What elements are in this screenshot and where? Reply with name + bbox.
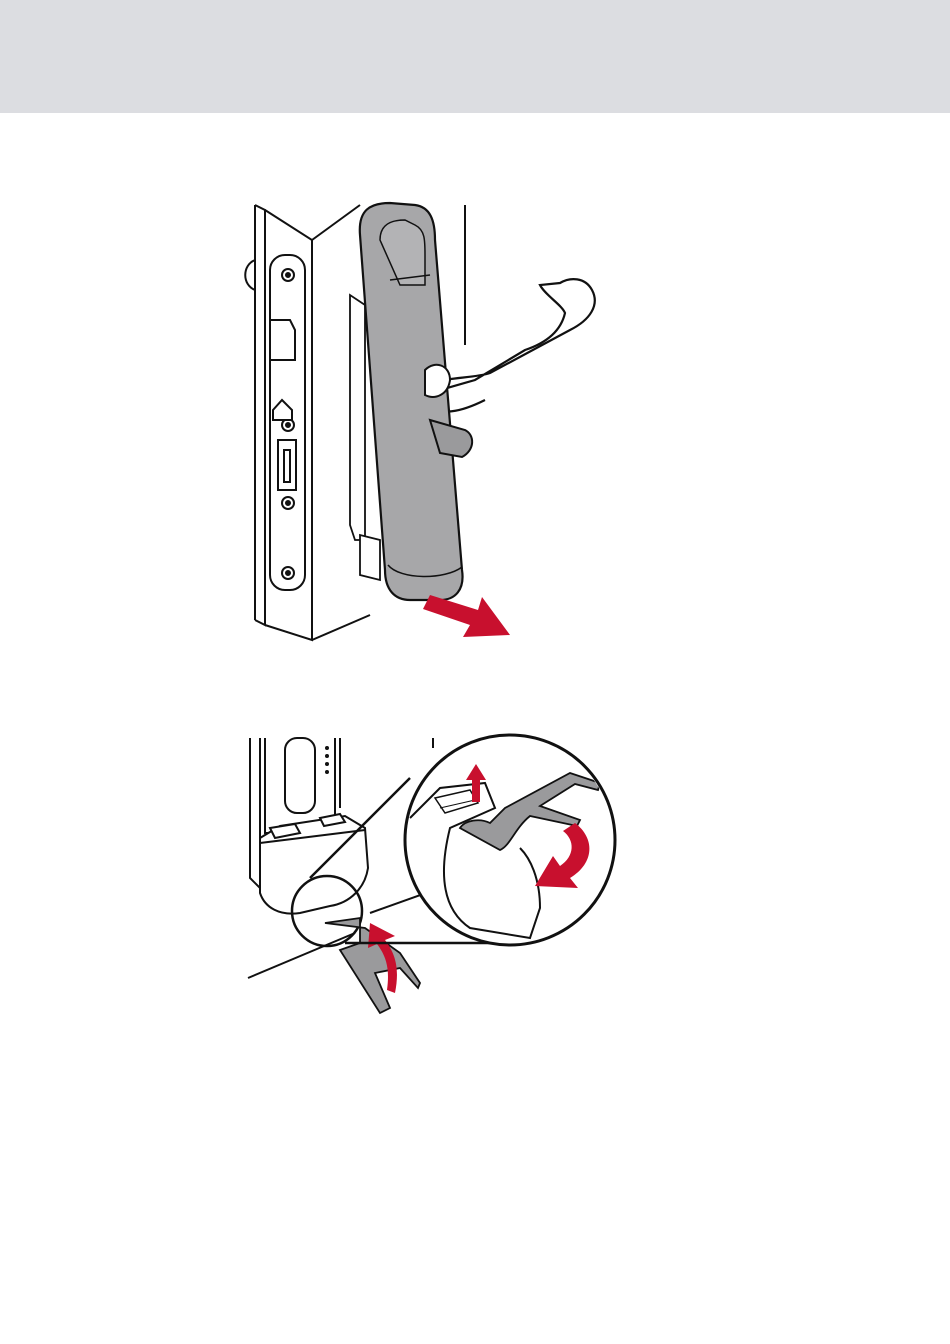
door-handle-removal-illustration <box>240 195 640 655</box>
lock-body-bottom <box>250 738 368 914</box>
battery-cover-release-illustration <box>240 728 640 1028</box>
knob-icon <box>245 260 255 290</box>
pull-arrow-icon <box>423 595 510 637</box>
header-band <box>0 0 950 113</box>
zoom-circle <box>405 735 615 945</box>
release-tool-illustration-svg <box>240 728 640 1028</box>
door-handle-illustration-svg <box>240 195 640 655</box>
lock-faceplate <box>270 255 305 590</box>
